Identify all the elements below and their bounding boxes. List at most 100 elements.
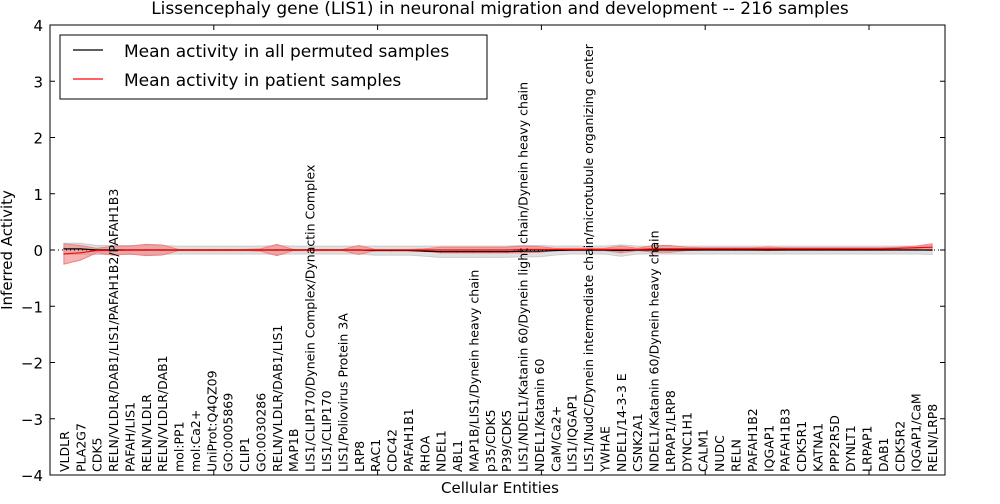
point-series-0 xyxy=(440,251,442,253)
x-tick-label: YWHAE xyxy=(597,426,612,473)
point-series-1 xyxy=(587,248,589,251)
point-series-1 xyxy=(603,248,606,251)
point-series-1 xyxy=(571,248,573,251)
x-tick-label: ABL1 xyxy=(450,440,465,472)
point-series-1 xyxy=(210,249,212,251)
x-tick-label: GO:0005869 xyxy=(221,393,236,472)
legend: Mean activity in all permuted samples Me… xyxy=(59,34,488,100)
x-tick-label: RELN/VLDLR/DAB1/LIS1 xyxy=(270,325,285,472)
x-tick-label: RELN/VLDLR xyxy=(139,394,154,472)
y-axis-label: Inferred Activity xyxy=(0,190,16,310)
x-tick-label: CDK5R2 xyxy=(892,421,907,472)
x-tick-label: mol:Ca2+ xyxy=(188,410,203,472)
point-series-1 xyxy=(915,247,917,249)
x-tick-label: IQGAP1/CaM xyxy=(909,393,924,472)
point-series-1 xyxy=(96,249,98,252)
point-series-1 xyxy=(177,249,180,251)
x-tick-label: CSNK2A1 xyxy=(630,413,645,472)
point-series-0 xyxy=(423,250,425,252)
line-series-1 xyxy=(63,246,933,255)
point-series-1 xyxy=(685,248,687,250)
legend-label-permuted: Mean activity in all permuted samples xyxy=(124,42,449,62)
bands xyxy=(63,242,933,265)
point-series-1 xyxy=(865,248,868,250)
point-series-0 xyxy=(669,249,671,251)
point-series-1 xyxy=(669,248,671,250)
y-tick-label: 1 xyxy=(33,186,43,204)
point-series-1 xyxy=(898,247,900,249)
point-series-1 xyxy=(538,248,540,251)
x-tick-label: RELN/VLDLR/DAB1 xyxy=(155,355,170,472)
x-tick-label: NUDC xyxy=(712,435,727,472)
point-series-0 xyxy=(653,249,655,251)
x-tick-label: RHOA xyxy=(417,435,432,472)
x-tick-label: LIS1/Poliovirus Protein 3A xyxy=(335,313,350,472)
x-tick-label: RELN/LRP8 xyxy=(925,404,940,472)
legend-label-patient: Mean activity in patient samples xyxy=(124,71,401,91)
x-tick-label: NDEL1/14-3-3 E xyxy=(614,373,629,472)
chart-title: Lissencephaly gene (LIS1) in neuronal mi… xyxy=(151,0,849,19)
point-series-1 xyxy=(784,248,786,250)
point-series-0 xyxy=(816,249,819,251)
x-tick-label: LIS1/NDEL1/Katanin 60/Dynein light chain… xyxy=(516,82,531,472)
point-series-0 xyxy=(79,248,81,250)
plot-frame xyxy=(49,24,946,476)
point-series-1 xyxy=(931,246,933,248)
y-tick-label: 4 xyxy=(33,17,43,35)
point-series-0 xyxy=(865,249,868,251)
x-tick-label: CDC42 xyxy=(385,429,400,472)
x-tick-label: PAFAH1B3 xyxy=(778,408,793,472)
point-series-1 xyxy=(128,249,131,251)
point-series-1 xyxy=(521,248,524,251)
y-tick-label: −2 xyxy=(21,355,43,373)
y-tick-label: −3 xyxy=(21,411,43,429)
point-series-0 xyxy=(538,250,540,252)
point-series-1 xyxy=(456,249,458,251)
point-series-0 xyxy=(554,249,556,252)
point-series-0 xyxy=(784,249,786,251)
point-series-1 xyxy=(505,249,507,251)
point-series-1 xyxy=(882,248,884,250)
point-series-0 xyxy=(521,250,524,252)
point-series-1 xyxy=(620,248,622,251)
point-series-1 xyxy=(161,249,163,251)
x-tick-label: PPP2R5D xyxy=(827,415,842,472)
point-series-0 xyxy=(702,249,704,251)
x-axis-label: Cellular Entities xyxy=(441,479,559,497)
point-series-1 xyxy=(194,249,196,251)
x-tick-label: MAP1B xyxy=(286,429,301,472)
point-series-0 xyxy=(472,251,475,253)
point-series-1 xyxy=(341,249,343,251)
x-tick-label: KATNA1 xyxy=(810,423,825,472)
point-series-0 xyxy=(898,249,900,251)
x-tick-label: PAFAH1B2 xyxy=(745,408,760,472)
point-series-1 xyxy=(767,248,769,250)
point-series-1 xyxy=(423,249,425,251)
x-tick-label: RAC1 xyxy=(368,439,383,472)
point-series-1 xyxy=(309,249,311,251)
x-tick-label: LRPAP1/LRP8 xyxy=(663,390,678,472)
point-series-1 xyxy=(833,248,835,250)
point-series-1 xyxy=(145,249,147,251)
point-series-0 xyxy=(620,249,622,252)
point-series-0 xyxy=(685,249,687,251)
x-tick-label: GO:0030286 xyxy=(253,393,268,472)
series-lines xyxy=(63,246,933,255)
x-tick-label: CDK5 xyxy=(90,437,105,472)
point-series-1 xyxy=(849,248,851,250)
x-tick-label: DYNLT1 xyxy=(843,425,858,472)
point-series-0 xyxy=(800,249,802,251)
point-series-1 xyxy=(259,249,262,251)
point-series-0 xyxy=(767,249,769,251)
point-series-1 xyxy=(243,249,245,251)
x-tick-label: P39/CDK5 xyxy=(499,410,514,472)
point-series-1 xyxy=(79,252,81,254)
point-series-1 xyxy=(653,248,655,250)
point-series-0 xyxy=(505,251,507,253)
point-series-1 xyxy=(440,249,442,251)
x-tick-label: UniProt:Q4QZ09 xyxy=(204,370,219,472)
x-tick-label: VLDLR xyxy=(57,431,72,472)
x-tick-label: PLA2G7 xyxy=(73,423,88,472)
point-series-1 xyxy=(472,249,475,251)
